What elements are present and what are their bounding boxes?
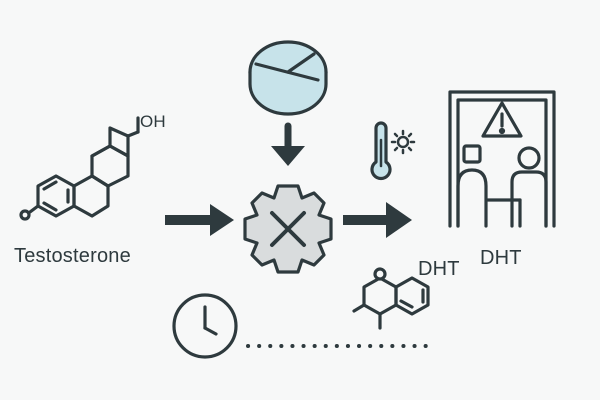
testosterone-molecule xyxy=(19,116,140,221)
oh-label: OH xyxy=(140,112,166,131)
dht-label-room: DHT xyxy=(480,247,522,269)
thermometer-icon xyxy=(370,121,392,181)
dht-molecule xyxy=(352,267,430,330)
testosterone-label: Testosterone xyxy=(14,245,131,267)
clock-icon xyxy=(172,293,238,359)
person-left xyxy=(456,144,488,228)
gear-x-icon xyxy=(243,184,333,274)
sun-icon xyxy=(390,129,416,155)
warning-icon xyxy=(481,101,523,138)
pill-icon xyxy=(248,40,328,116)
arrow-down xyxy=(271,122,305,166)
room-frame xyxy=(448,90,556,228)
arrow-right-left xyxy=(165,204,234,236)
dht-label-molecule: DHT xyxy=(418,258,460,280)
arrow-right-right xyxy=(343,202,412,238)
person-right xyxy=(486,146,548,228)
